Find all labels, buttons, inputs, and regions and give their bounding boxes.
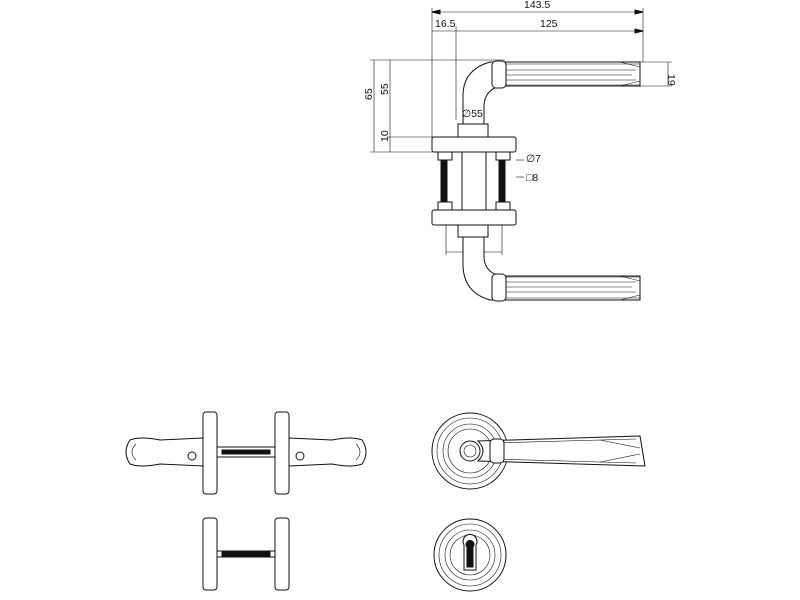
upper-lever [457,60,641,138]
spindle-assembly [440,151,524,211]
rose-diameter-label: ∅55 [462,108,483,120]
upper-rose [431,136,517,161]
spindle-square-label: □8 [526,172,538,184]
diameter-symbol-2: ∅ [526,153,535,165]
dimension-overall-length: 143.5 [431,0,644,15]
dimension-height-lever: 55 [379,60,391,137]
dimension-lever-thickness: 19 [640,61,677,87]
offset-label: 16.5 [435,18,456,30]
dimension-height-total: 65 [363,60,375,152]
square-symbol: □ [526,172,533,184]
overall-length-label: 143.5 [524,0,550,11]
front-view-escutcheon [433,518,507,592]
screw-diameter-label: ∅7 [526,153,541,165]
spindle-square-value: 8 [532,172,538,184]
dimension-lever-length: 125 [456,18,644,34]
height-total-label: 65 [363,88,375,100]
height-lever-label: 55 [379,83,391,95]
rose-thickness-label: 10 [379,130,391,142]
dimension-offset: 16.5 [432,18,456,32]
top-view-lever-set [125,411,367,495]
diameter-symbol: ∅ [462,108,471,120]
front-view-lever-rose [431,412,646,490]
side-elevation-view: 143.5 16.5 125 19 65 55 [363,0,677,302]
lower-lever [457,224,641,302]
rose-diameter-value: 55 [471,108,483,120]
dimension-rose-thickness: 10 [379,130,391,152]
screw-diameter-value: 7 [535,153,541,165]
lower-rose [431,201,517,226]
lever-length-label: 125 [540,18,558,30]
top-view-escutcheon-set [202,517,290,591]
lever-thickness-label: 19 [665,74,677,86]
